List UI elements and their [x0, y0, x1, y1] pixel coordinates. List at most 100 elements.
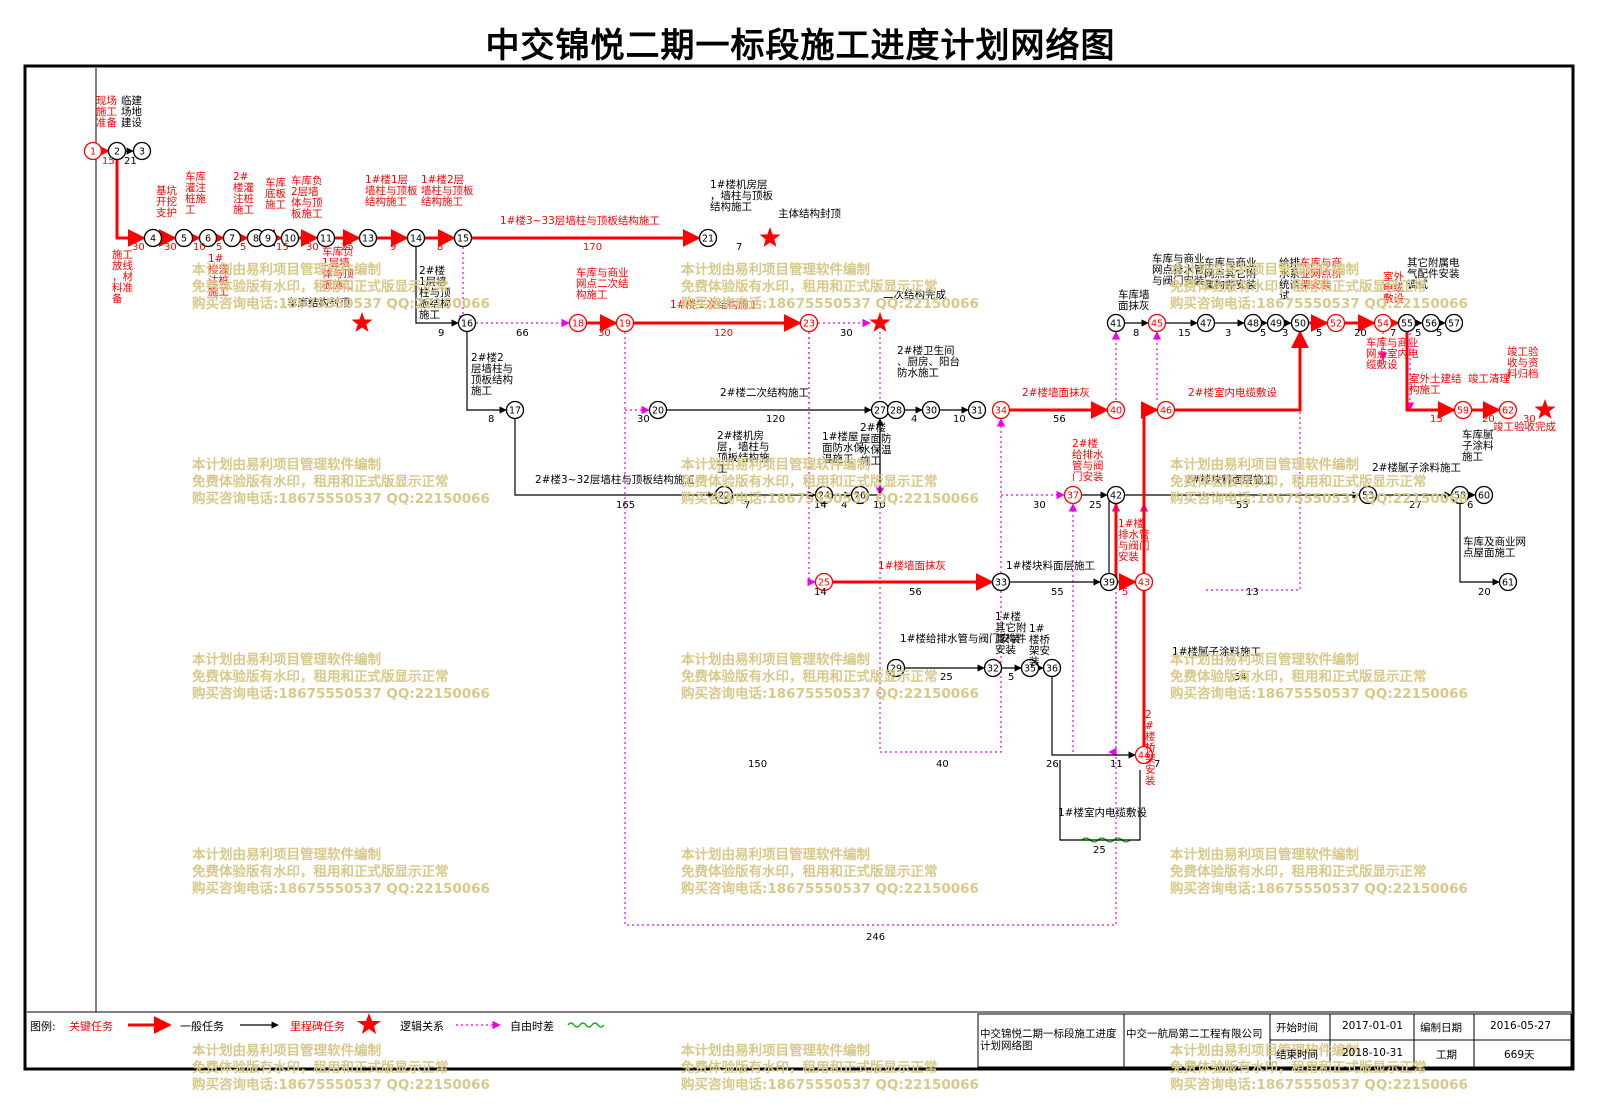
info-start-value: 2017-01-01 — [1342, 1020, 1404, 1032]
node-17-number: 17 — [509, 406, 521, 417]
node-32-number: 32 — [987, 664, 999, 675]
task-label-35: 2#楼桥架安装 — [1145, 709, 1156, 787]
node-56-number: 56 — [1425, 319, 1437, 330]
task-label-42: 2#楼室内电缆敷设 — [1188, 386, 1277, 399]
logic-link-7 — [879, 332, 1006, 753]
node-30-number: 30 — [925, 406, 937, 417]
watermark-4-2: 本计划由易利项目管理软件编制免费体验版有水印，租用和正式版显示正常购买咨询电话:… — [1170, 1043, 1468, 1094]
task-label-51: 2#楼腻子涂料施工 — [1372, 461, 1461, 474]
node-40-number: 40 — [1110, 406, 1122, 417]
duration-6: 5 — [240, 242, 246, 253]
critical-edge-44-46 — [1140, 401, 1159, 746]
watermark-line2: 免费体验版有水印，租用和正式版显示正常 — [192, 279, 449, 295]
info-project-name: 中交锦悦二期一标段施工进度计划网络图 — [980, 1028, 1117, 1052]
watermark-1-1: 本计划由易利项目管理软件编制免费体验版有水印，租用和正式版显示正常购买咨询电话:… — [681, 457, 979, 508]
task-label-10: 1#楼1层墙柱与顶板结构施工 — [365, 173, 418, 208]
node-61 — [1498, 572, 1518, 592]
watermark-1-0: 本计划由易利项目管理软件编制免费体验版有水印，租用和正式版显示正常购买咨询电话:… — [192, 457, 490, 508]
duration-12: 170 — [583, 242, 602, 253]
watermark-line1: 本计划由易利项目管理软件编制 — [192, 457, 381, 473]
watermark-line3: 购买咨询电话:18675550537 QQ:22150066 — [681, 1077, 979, 1093]
duration-25: 4 — [841, 500, 847, 511]
watermark-line2: 免费体验版有水印，租用和正式版显示正常 — [1170, 474, 1427, 490]
watermark-line2: 免费体验版有水印，租用和正式版显示正常 — [1170, 669, 1427, 685]
normal-edge-36-44 — [1051, 677, 1136, 759]
watermark-line1: 本计划由易利项目管理软件编制 — [192, 1043, 381, 1059]
node-6-number: 6 — [205, 234, 211, 245]
duration-51: 7 — [1390, 328, 1396, 339]
node-15-number: 15 — [457, 234, 469, 245]
node-11-number: 11 — [320, 234, 332, 245]
node-47-number: 47 — [1200, 319, 1212, 330]
duration-62: 13 — [1246, 587, 1259, 598]
node-14 — [406, 228, 426, 248]
node-62 — [1498, 400, 1518, 420]
node-39 — [1099, 572, 1119, 592]
watermark-line3: 购买咨询电话:18675550537 QQ:22150066 — [1170, 296, 1468, 312]
task-label-50: 2#楼块料面层施工 — [1185, 473, 1274, 486]
node-13-number: 13 — [362, 234, 374, 245]
duration-47: 5 — [1260, 328, 1266, 339]
task-label-31: 1#楼其它附属构件安装 — [995, 610, 1027, 656]
duration-32: 55 — [1051, 587, 1064, 598]
task-label-45: 其它附属电气配件安装调试 — [1407, 256, 1460, 291]
node-33 — [991, 572, 1011, 592]
watermark-line2: 免费体验版有水印，租用和正式版显示正常 — [1170, 1060, 1427, 1076]
node-20-number: 20 — [652, 406, 664, 417]
info-start-label: 开始时间 — [1276, 1022, 1318, 1034]
task-label-36: 1#楼室内电缆敷设 — [1058, 806, 1147, 819]
task-label-37: 车库墙面抹灰 — [1118, 288, 1150, 312]
duration-5: 5 — [216, 242, 222, 253]
task-label-15: 车库结构封顶 — [287, 296, 350, 309]
duration-55: 20 — [1482, 414, 1495, 425]
duration-58: 27 — [1409, 500, 1422, 511]
node-10 — [280, 228, 300, 248]
duration-37: 5 — [1008, 672, 1014, 683]
watermark-3-1: 本计划由易利项目管理软件编制免费体验版有水印，租用和正式版显示正常购买咨询电话:… — [681, 847, 979, 898]
node-40 — [1106, 400, 1126, 420]
node-31 — [967, 400, 987, 420]
task-label-48: 竣工验收与资料归档 — [1507, 345, 1539, 380]
node-57 — [1444, 313, 1464, 333]
duration-8: 30 — [306, 242, 319, 253]
watermark-line3: 购买咨询电话:18675550537 QQ:22150066 — [1170, 881, 1468, 897]
duration-36: 7 — [1154, 759, 1160, 770]
node-59 — [1453, 400, 1473, 420]
node-30 — [921, 400, 941, 420]
node-7-number: 7 — [229, 234, 235, 245]
task-label-17: 车库与商业网点二次结构施工 — [576, 266, 629, 301]
info-compiled-value: 2016-05-27 — [1490, 1020, 1552, 1032]
task-label-26: 2#楼卫生间、厨房、阳台防水施工 — [897, 344, 960, 379]
duration-42: 11 — [1110, 759, 1123, 770]
watermark-line1: 本计划由易利项目管理软件编制 — [681, 1043, 870, 1059]
node-2 — [107, 141, 127, 161]
node-49-number: 49 — [1270, 319, 1282, 330]
diagram-frame — [23, 64, 1575, 1071]
task-label-12: 1#楼3~33层墙柱与顶板结构施工 — [500, 214, 660, 227]
duration-40: 40 — [936, 759, 949, 770]
task-label-24: 1#楼屋面防水保温施工 — [822, 430, 864, 465]
node-58-number: 58 — [1454, 491, 1466, 502]
node-16 — [457, 313, 477, 333]
node-26 — [850, 485, 870, 505]
page-title: 中交锦悦二期一标段施工进度计划网络图 — [485, 26, 1116, 66]
watermark-line1: 本计划由易利项目管理软件编制 — [681, 457, 870, 473]
node-55 — [1397, 313, 1417, 333]
watermark-line3: 购买咨询电话:18675550537 QQ:22150066 — [192, 1077, 490, 1093]
node-23-number: 23 — [803, 319, 815, 330]
node-15 — [453, 228, 473, 248]
critical-edge-46-50 — [1175, 330, 1309, 412]
legend-logic-text: 逻辑关系 — [400, 1020, 444, 1033]
duration-22: 165 — [616, 500, 635, 511]
duration-59: 6 — [1467, 500, 1473, 511]
watermark-line3: 购买咨询电话:18675550537 QQ:22150066 — [1170, 491, 1468, 507]
critical-edge-2-4 — [115, 160, 146, 247]
watermark-line2: 免费体验版有水印，租用和正式版显示正常 — [1170, 864, 1427, 880]
watermark-line1: 本计划由易利项目管理软件编制 — [192, 262, 381, 278]
task-label-43: 车库与商业网点室内电缆敷设 — [1366, 336, 1419, 371]
task-label-23: 2#楼机房层，墙柱与顶板结构施工 — [717, 429, 770, 475]
task-label-47: 竣工清理 — [1468, 372, 1510, 385]
node-56 — [1421, 313, 1441, 333]
